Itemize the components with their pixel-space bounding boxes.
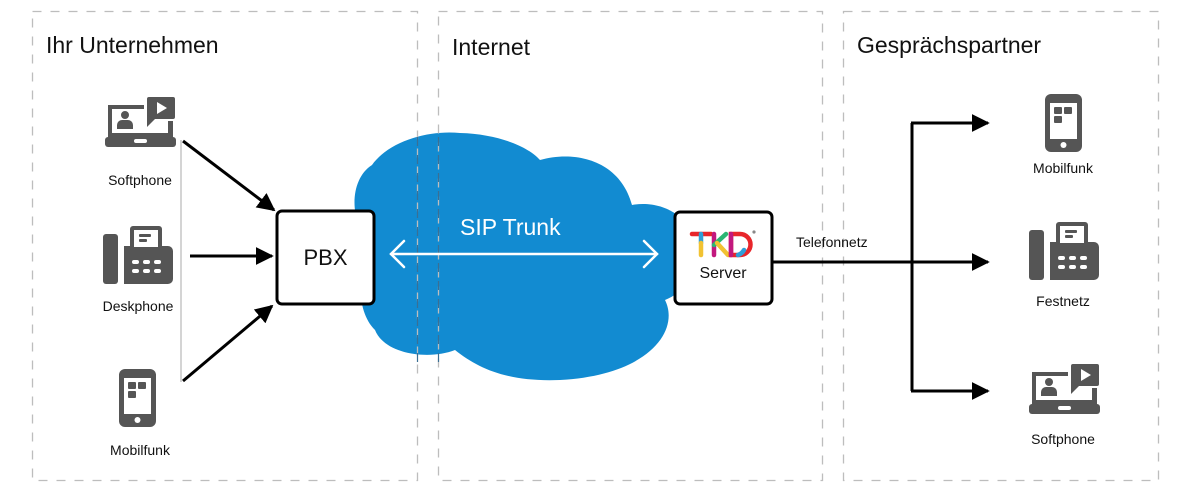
pbx-box[interactable] — [275, 209, 376, 306]
deskphone-icon — [1029, 222, 1099, 280]
arrow-softphone-to-pbx — [182, 139, 276, 212]
smartphone-icon — [119, 369, 156, 427]
right-device-label-softphone: Softphone — [1031, 431, 1095, 447]
left-device-label-deskphone: Deskphone — [102, 298, 174, 314]
panel-border-over-cloud — [416, 137, 440, 365]
laptop-video-icon — [1029, 364, 1100, 414]
server-label: Server — [699, 265, 747, 282]
panel-internet-border — [437, 10, 824, 482]
server-box[interactable] — [673, 210, 774, 306]
telefonnetz-label: Telefonnetz — [796, 234, 868, 250]
laptop-video-icon — [105, 97, 176, 147]
tkd-logo — [689, 230, 756, 258]
right-device-label-festnetz: Festnetz — [1036, 293, 1090, 309]
left-device-label-softphone: Softphone — [108, 172, 172, 188]
sip-trunk-label: SIP Trunk — [460, 214, 561, 240]
deskphone-icon — [103, 226, 173, 284]
panel-title-internet: Internet — [452, 34, 530, 60]
left-device-label-mobilfunk: Mobilfunk — [110, 442, 170, 458]
panel-partner-border — [842, 10, 1160, 482]
panel-title-company: Ihr Unternehmen — [46, 32, 219, 58]
telefonnetz-branch — [773, 114, 990, 400]
panel-title-partner: Gesprächspartner — [857, 32, 1042, 58]
pbx-label: PBX — [303, 245, 348, 270]
smartphone-icon — [1045, 94, 1082, 152]
right-device-label-mobilfunk: Mobilfunk — [1033, 160, 1093, 176]
arrow-mobile-to-pbx — [182, 304, 274, 383]
sip-trunk-arrow — [389, 239, 659, 269]
internet-cloud — [354, 132, 694, 381]
